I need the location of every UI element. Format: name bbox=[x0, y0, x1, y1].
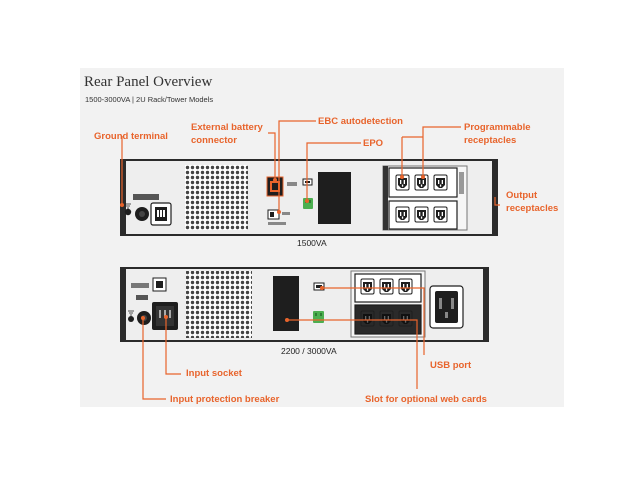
web-card-slot bbox=[273, 276, 299, 331]
callout-input-socket: Input socket bbox=[186, 368, 242, 379]
receptacle-outlet-icon bbox=[398, 278, 413, 295]
callout-usb-port: USB port bbox=[430, 360, 472, 371]
callout-external-battery-connector-line2: connector bbox=[191, 135, 237, 146]
receptacle-outlet-icon bbox=[395, 206, 410, 223]
ups-unit-1500va bbox=[120, 159, 498, 236]
callout-output-receptacles: Output receptacles bbox=[506, 189, 558, 215]
receptacle-outlet-icon bbox=[360, 310, 375, 327]
callout-leader-dots bbox=[120, 175, 425, 322]
callout-ebc-autodetection: EBC autodetection bbox=[318, 116, 403, 127]
rating-label bbox=[133, 194, 159, 200]
model-label-bottom: 2200 / 3000VA bbox=[281, 346, 337, 356]
ground-terminal bbox=[124, 203, 132, 216]
fan-grille-icon bbox=[186, 271, 252, 338]
callout-programmable-receptacles-line1: Programmable bbox=[464, 122, 531, 133]
callout-output-receptacles-line2: receptacles bbox=[506, 203, 559, 214]
receptacle-outlet-icon bbox=[433, 206, 448, 223]
callout-external-battery-connector-line1: External battery bbox=[191, 122, 263, 133]
diagram-panel bbox=[80, 68, 564, 407]
callout-input-protection-breaker: Input protection breaker bbox=[170, 394, 280, 405]
receptacle-outlet-icon bbox=[360, 278, 375, 295]
ground-terminal bbox=[128, 310, 134, 322]
callout-ground-terminal: Ground terminal bbox=[94, 131, 168, 142]
receptacle-outlet-icon bbox=[379, 278, 394, 295]
receptacle-outlet-icon bbox=[398, 310, 413, 327]
model-label-top: 1500VA bbox=[297, 238, 327, 248]
callout-slot-web-cards: Slot for optional web cards bbox=[365, 394, 487, 405]
web-card-slot bbox=[318, 172, 351, 224]
receptacle-outlet-icon bbox=[433, 174, 448, 191]
callout-external-battery-connector: External battery connector bbox=[191, 121, 263, 147]
ups-unit-2200-3000va bbox=[120, 267, 489, 342]
fan-grille-icon bbox=[185, 165, 248, 230]
callout-leader-lines bbox=[121, 120, 500, 400]
receptacle-outlet-icon bbox=[414, 206, 429, 223]
callout-epo: EPO bbox=[363, 138, 384, 149]
diagram-subtitle: 1500-3000VA | 2U Rack/Tower Models bbox=[85, 95, 214, 104]
ground-symbol-icon bbox=[125, 203, 131, 209]
diagram-title: Rear Panel Overview bbox=[84, 74, 213, 90]
receptacle-outlet-icon bbox=[379, 310, 394, 327]
callout-programmable-receptacles-line2: receptacles bbox=[464, 135, 517, 146]
callout-output-receptacles-line1: Output bbox=[506, 190, 538, 201]
callout-programmable-receptacles: Programmable receptacles bbox=[464, 121, 531, 147]
ground-symbol-icon bbox=[128, 310, 134, 316]
epo-terminal bbox=[313, 311, 324, 323]
